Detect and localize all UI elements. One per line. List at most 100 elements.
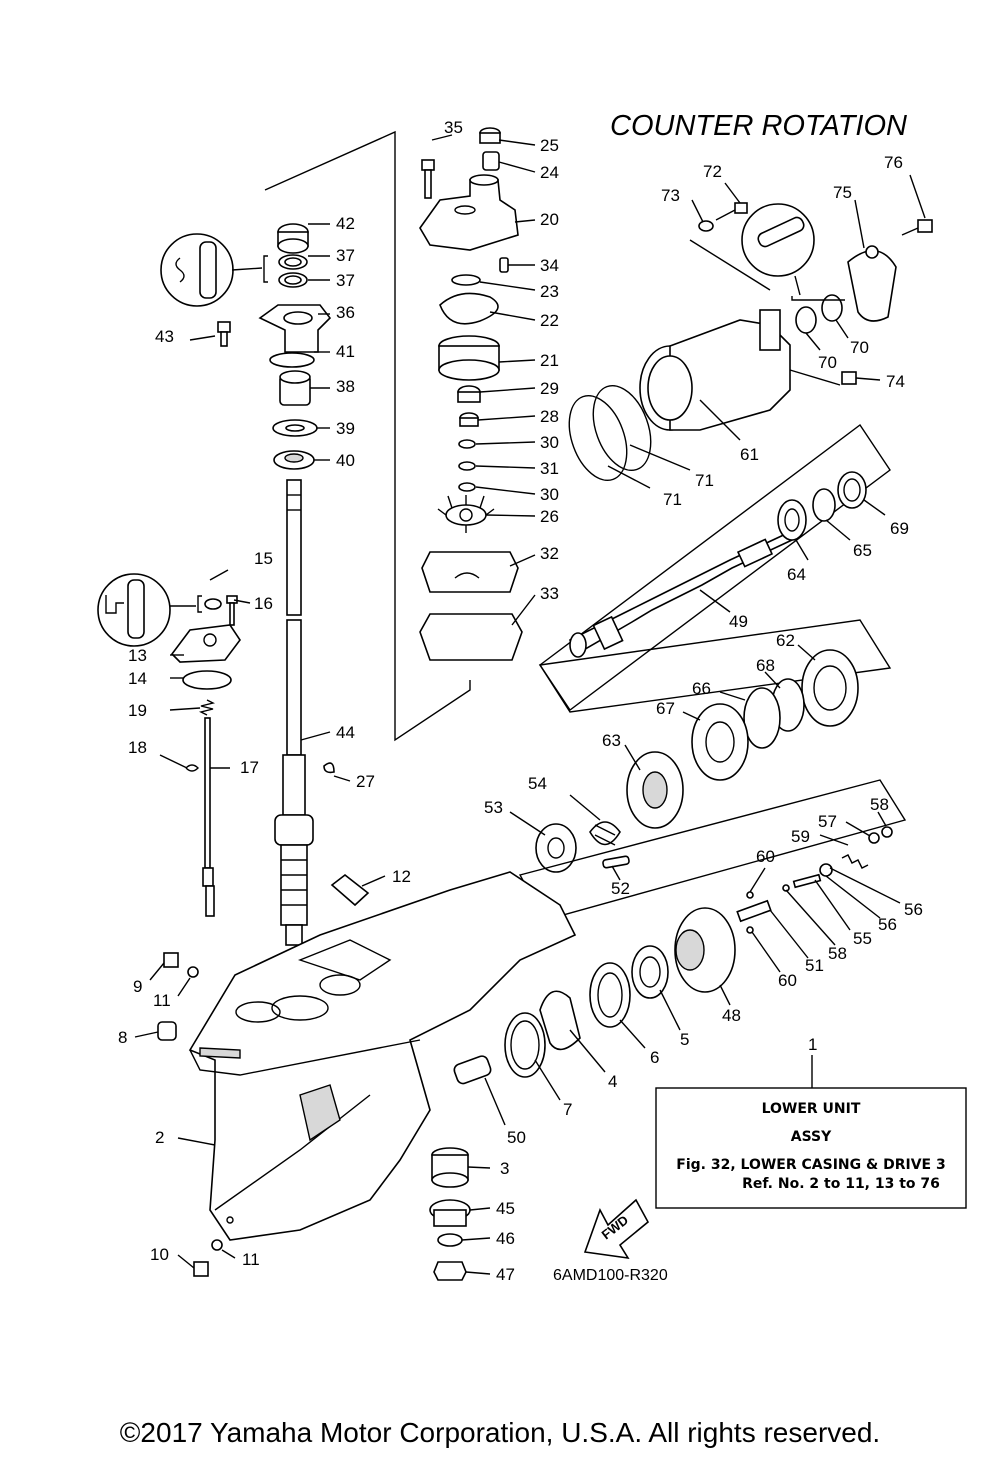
callout-11b: 11 — [242, 1250, 260, 1269]
callout-29: 29 — [540, 379, 559, 398]
callout-64: 64 — [787, 565, 806, 584]
callout-8: 8 — [118, 1028, 127, 1047]
info-box: LOWER UNIT ASSY Fig. 32, LOWER CASING & … — [655, 1055, 967, 1209]
callout-22: 22 — [540, 311, 559, 330]
callout-35: 35 — [444, 118, 463, 137]
callout-25: 25 — [540, 136, 559, 155]
callout-50: 50 — [507, 1128, 526, 1147]
callout-41: 41 — [336, 342, 355, 361]
callout-49: 49 — [729, 612, 748, 631]
callout-44: 44 — [336, 723, 355, 742]
callout-53: 53 — [484, 798, 503, 817]
callout-13: 13 — [128, 646, 147, 665]
callout-46: 46 — [496, 1229, 515, 1248]
callout-21: 21 — [540, 351, 559, 370]
callout-4: 4 — [608, 1072, 617, 1091]
callout-63: 63 — [602, 731, 621, 750]
callout-31: 31 — [540, 459, 559, 478]
callout-72: 72 — [703, 162, 722, 181]
callout-66: 66 — [692, 679, 711, 698]
leader-lines — [134, 134, 926, 1275]
callout-9: 9 — [133, 977, 142, 996]
info-line-2: ASSY — [791, 1129, 832, 1145]
callout-42: 42 — [336, 214, 355, 233]
callout-58a: 58 — [870, 795, 889, 814]
callout-3: 3 — [500, 1159, 509, 1178]
info-line-3: Fig. 32, LOWER CASING & DRIVE 3 — [676, 1157, 945, 1173]
callout-55: 55 — [853, 929, 872, 948]
callout-37a: 37 — [336, 246, 355, 265]
callout-68: 68 — [756, 656, 775, 675]
gear-group — [453, 619, 907, 1085]
info-line-1: LOWER UNIT — [762, 1101, 861, 1117]
callout-34: 34 — [540, 256, 559, 275]
callout-40: 40 — [336, 451, 355, 470]
callout-39: 39 — [336, 419, 355, 438]
callout-6: 6 — [650, 1048, 659, 1067]
callout-26: 26 — [540, 507, 559, 526]
callout-7: 7 — [563, 1100, 572, 1119]
callout-74: 74 — [886, 372, 905, 391]
callout-labels: 1 2 3 4 5 6 7 8 9 10 11 11 12 13 14 15 1… — [118, 118, 923, 1284]
callout-30a: 30 — [540, 433, 559, 452]
drawing-code: 6AMD100-R320 — [553, 1267, 668, 1284]
callout-60b: 60 — [778, 971, 797, 990]
callout-48: 48 — [722, 1006, 741, 1025]
callout-71a: 71 — [695, 471, 714, 490]
callout-38: 38 — [336, 377, 355, 396]
callout-43: 43 — [155, 327, 174, 346]
fwd-arrow-icon: FWD — [583, 1198, 650, 1260]
callout-33: 33 — [540, 584, 559, 603]
callout-70a: 70 — [818, 353, 837, 372]
callout-20: 20 — [540, 210, 559, 229]
callout-23: 23 — [540, 282, 559, 301]
callout-1: 1 — [808, 1035, 817, 1054]
callout-51: 51 — [805, 956, 824, 975]
callout-28: 28 — [540, 407, 559, 426]
callout-70b: 70 — [850, 338, 869, 357]
callout-65: 65 — [853, 541, 872, 560]
callout-67: 67 — [656, 699, 675, 718]
callout-12: 12 — [392, 867, 411, 886]
propeller-shaft-group — [539, 423, 891, 712]
callout-47: 47 — [496, 1265, 515, 1284]
callout-19: 19 — [128, 701, 147, 720]
callout-57: 57 — [818, 812, 837, 831]
callout-54: 54 — [528, 774, 547, 793]
callout-11a: 11 — [153, 991, 171, 1010]
info-line-4: Ref. No. 2 to 11, 13 to 76 — [742, 1176, 940, 1192]
callout-69: 69 — [890, 519, 909, 538]
callout-71b: 71 — [663, 490, 682, 509]
callout-5: 5 — [680, 1030, 689, 1049]
callout-37b: 37 — [336, 271, 355, 290]
callout-24: 24 — [540, 163, 559, 182]
callout-60a: 60 — [756, 847, 775, 866]
callout-16: 16 — [254, 594, 273, 613]
callout-14: 14 — [128, 669, 147, 688]
callout-32: 32 — [540, 544, 559, 563]
shift-rod-group — [97, 573, 335, 917]
callout-56a: 56 — [878, 915, 897, 934]
copyright-text: ©2017 Yamaha Motor Corporation, U.S.A. A… — [120, 1417, 880, 1448]
callout-56b: 56 — [904, 900, 923, 919]
callout-76: 76 — [884, 153, 903, 172]
callout-17: 17 — [240, 758, 259, 777]
drive-shaft-group — [160, 130, 471, 946]
callout-62: 62 — [776, 631, 795, 650]
callout-58b: 58 — [828, 944, 847, 963]
callout-36: 36 — [336, 303, 355, 322]
diagram-title: COUNTER ROTATION — [610, 110, 907, 142]
callout-52: 52 — [611, 879, 630, 898]
callout-27: 27 — [356, 772, 375, 791]
callout-2: 2 — [155, 1128, 164, 1147]
callout-45: 45 — [496, 1199, 515, 1218]
callout-30b: 30 — [540, 485, 559, 504]
callout-15: 15 — [254, 549, 273, 568]
callout-18: 18 — [128, 738, 147, 757]
callout-10: 10 — [150, 1245, 169, 1264]
callout-59: 59 — [791, 827, 810, 846]
callout-61: 61 — [740, 445, 759, 464]
callout-73: 73 — [661, 186, 680, 205]
water-pump-group — [419, 127, 523, 661]
